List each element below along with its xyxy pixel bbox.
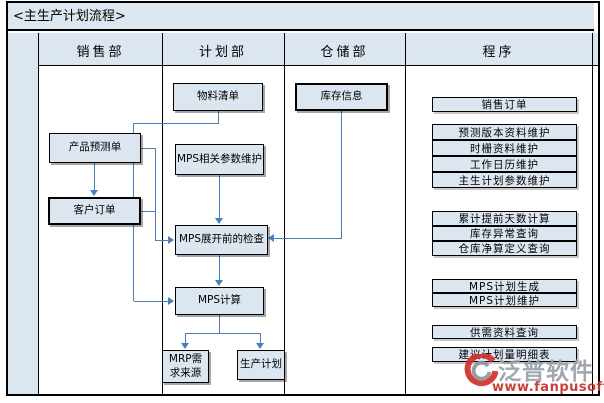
flow-box-product-forecast: 产品预测单 (49, 133, 141, 163)
program-item-lead-days: 累计提前天数计算 (432, 211, 577, 226)
lane-header-warehouse: 仓储部 (320, 45, 369, 60)
lane-divider (405, 33, 406, 394)
arrowhead-left-icon (268, 234, 274, 242)
page-title: <主生产计划流程> (8, 3, 594, 31)
connector (219, 255, 220, 281)
connector (155, 240, 168, 241)
lane-header-row (8, 33, 598, 66)
connector (141, 148, 156, 149)
connector (219, 175, 220, 219)
connector (185, 333, 186, 344)
fanpu-logo-icon (464, 354, 498, 387)
flow-box-mps-precheck: MPS展开前的检查 (175, 225, 268, 255)
program-item-warehouse-netting: 仓库净算定义查询 (432, 241, 577, 256)
connector (134, 301, 168, 302)
program-item-mps-parameter: 主生计划参数维护 (432, 172, 577, 188)
left-margin-lane (8, 33, 39, 394)
flow-box-inventory-info: 库存信息 (295, 83, 388, 111)
connector (260, 333, 261, 344)
lane-divider (592, 33, 593, 394)
connector (274, 238, 342, 239)
connector (219, 315, 220, 333)
arrowhead-down-icon (256, 343, 264, 349)
flow-box-production-plan: 生产计划 (237, 350, 285, 380)
flow-box-mps-calc: MPS计算 (175, 287, 264, 315)
lane-divider (162, 33, 163, 394)
program-item-mps-maintain: MPS计划维护 (432, 293, 577, 307)
watermark-url: www.fanpusoft.com (492, 380, 604, 395)
flow-box-bom: 物料清单 (173, 83, 263, 111)
program-item-work-calendar: 工作日历维护 (432, 156, 577, 172)
arrowhead-down-icon (90, 190, 98, 196)
lane-header-programs: 程序 (482, 45, 515, 60)
program-item-time-fence: 时栅资料维护 (432, 140, 577, 156)
flow-box-mps-params: MPS相关参数维护 (175, 144, 264, 175)
arrowhead-right-icon (168, 236, 174, 244)
program-item-mps-generate: MPS计划生成 (432, 279, 577, 293)
watermark-brand: 泛普软件 (498, 359, 594, 385)
lane-divider (284, 33, 285, 394)
program-item-forecast-version: 预测版本资料维护 (432, 124, 577, 140)
flow-box-customer-order: 客户订单 (48, 197, 141, 225)
arrowhead-down-icon (181, 343, 189, 349)
arrowhead-down-icon (215, 218, 223, 224)
connector (341, 111, 342, 238)
watermark: 泛普软件 www.fanpusoft.com (464, 352, 604, 400)
lane-header-planning: 计划部 (198, 45, 247, 60)
program-item-supply-demand: 供需资料查询 (432, 325, 577, 339)
connector (155, 148, 156, 240)
connector (94, 163, 95, 192)
arrowhead-right-icon (168, 297, 174, 305)
connector (133, 123, 219, 124)
flow-box-mrp-source: MRP需 求来源 (162, 350, 209, 383)
program-item-inventory-exception: 库存异常查询 (432, 226, 577, 241)
connector (141, 211, 156, 212)
connector (185, 333, 261, 334)
program-item-sales-order: 销售订单 (432, 97, 577, 112)
arrowhead-down-icon (215, 280, 223, 286)
lane-header-sales: 销售部 (76, 45, 125, 60)
connector (218, 111, 219, 123)
